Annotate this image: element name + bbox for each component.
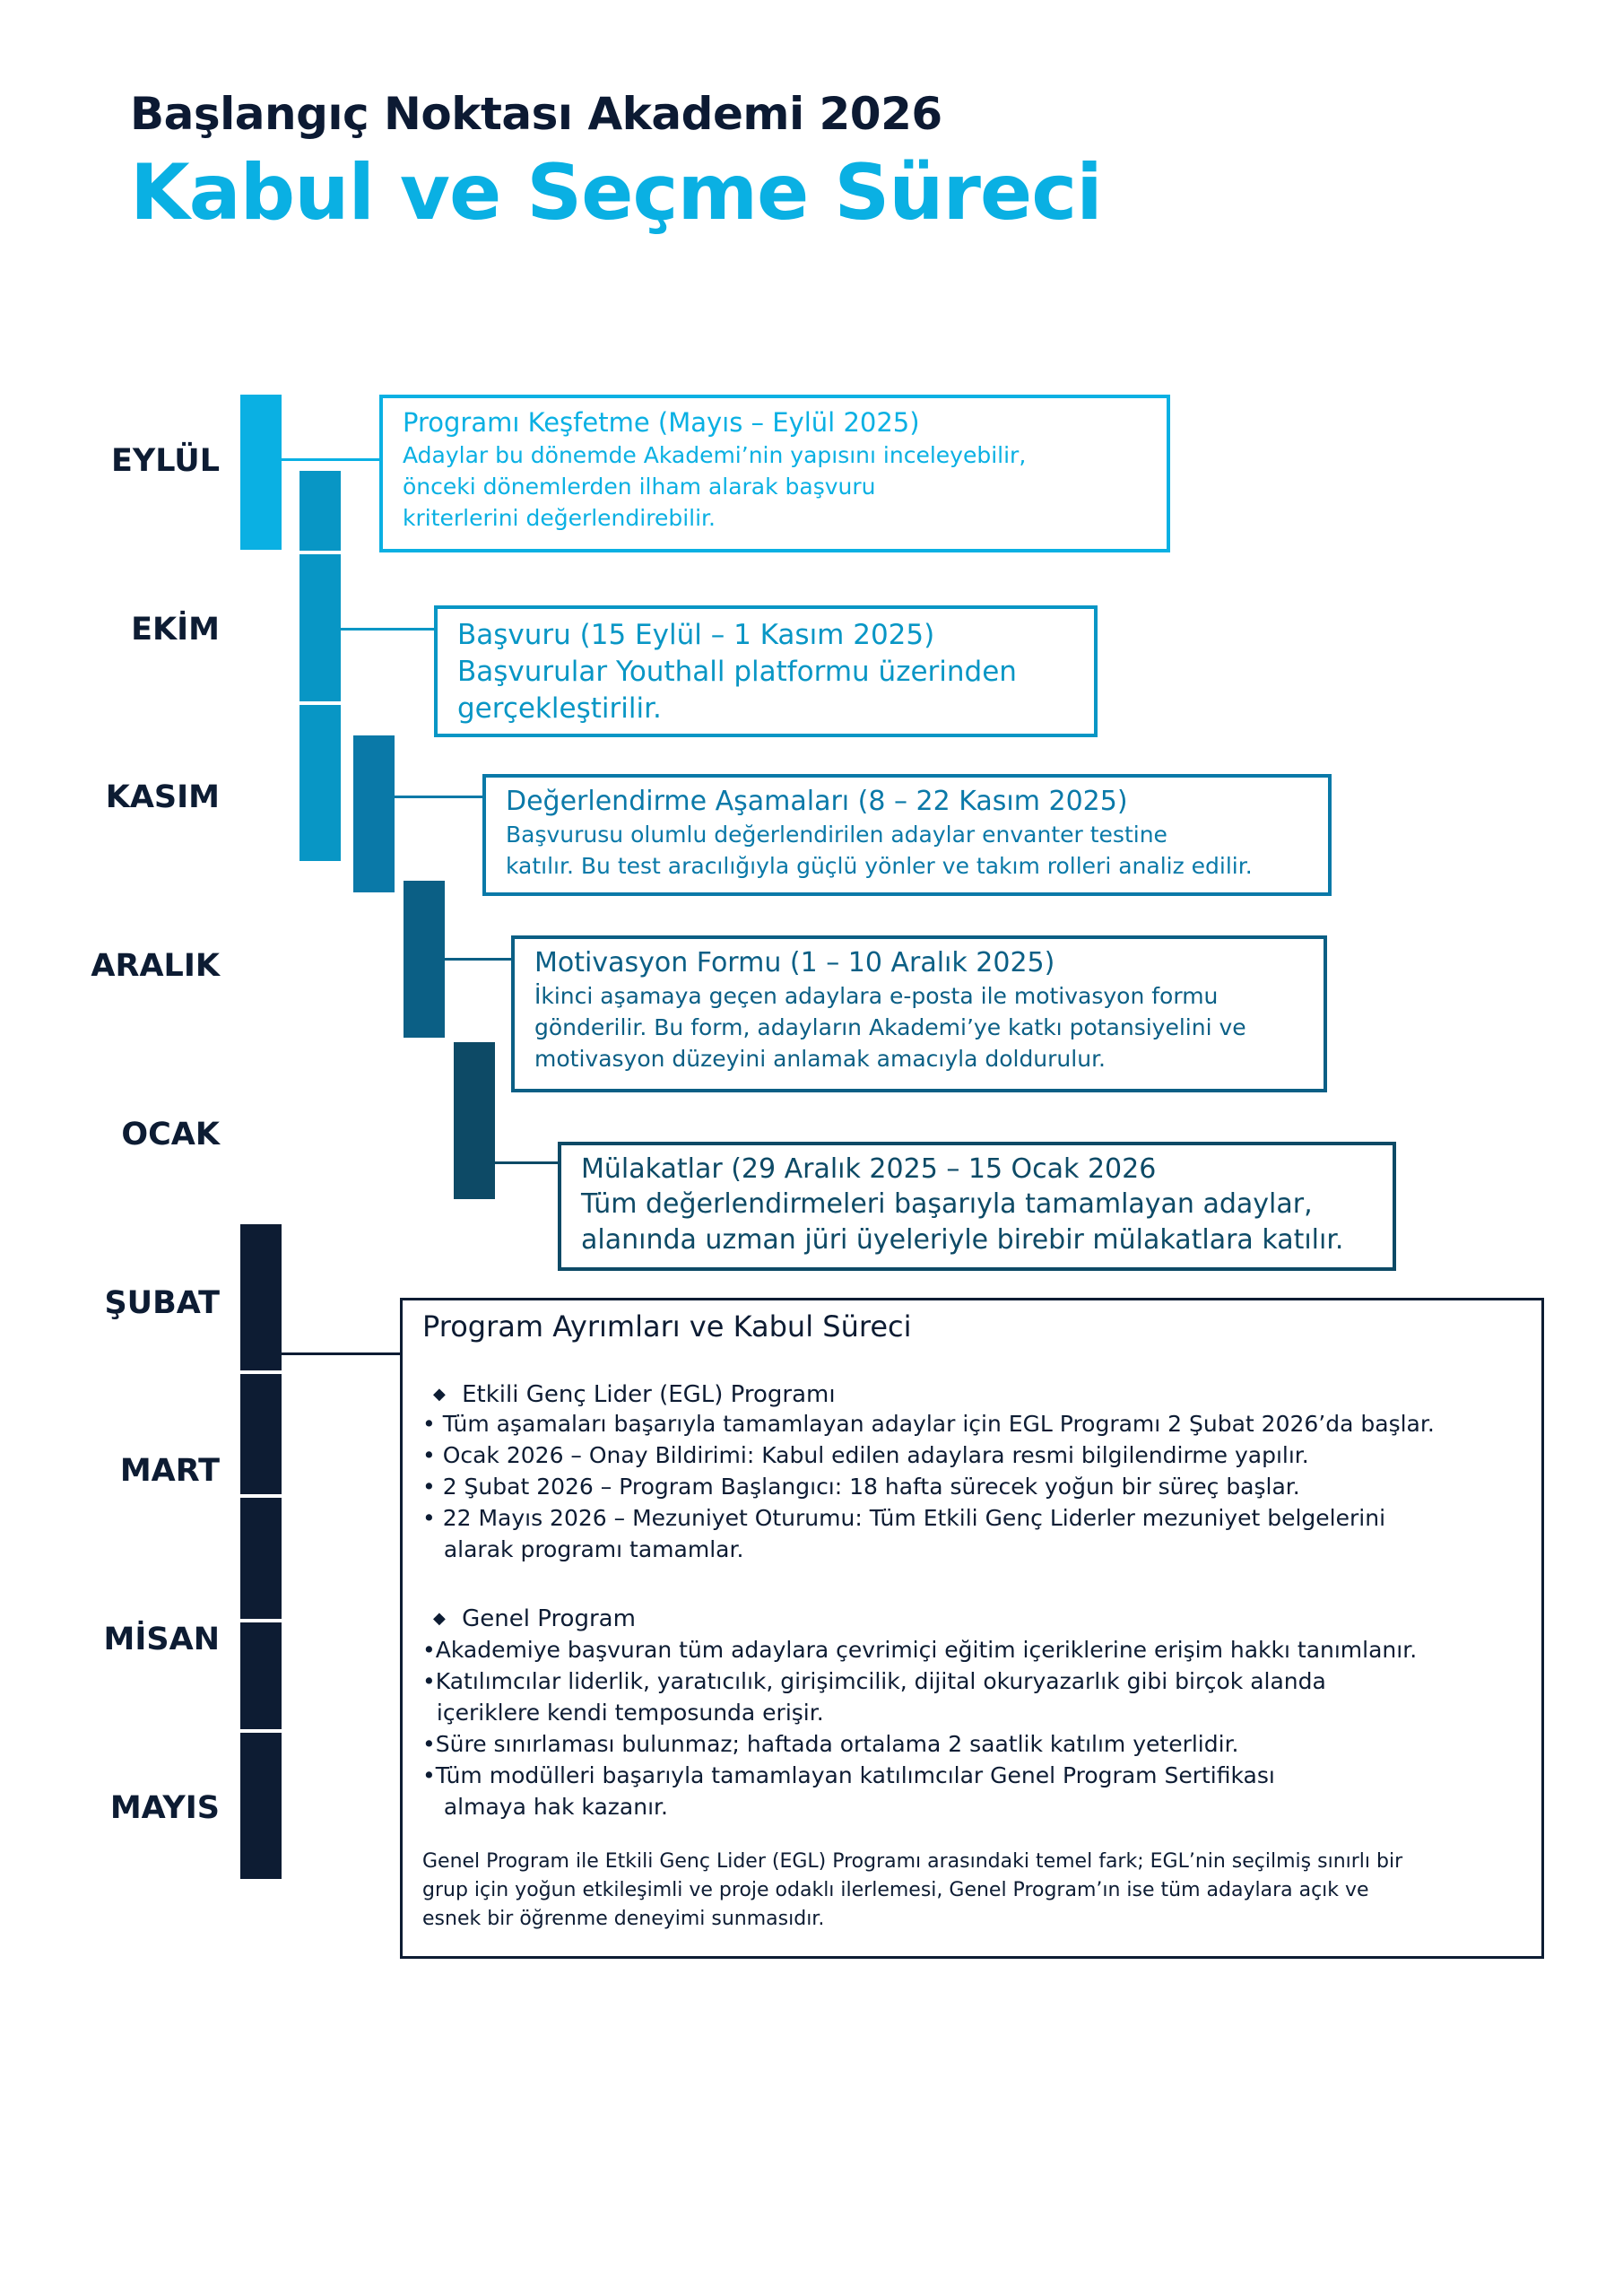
timeline-divider (240, 1370, 282, 1374)
month-label-mayis: MAYIS (109, 1790, 220, 1826)
stage-text: Başvurular Youthall platformu üzerinden (457, 656, 1017, 688)
timeline-bar-application (299, 471, 341, 861)
timeline-bar-evaluation (353, 735, 395, 892)
egl-heading: ◆ Etkili Genç Lider (EGL) Programı (433, 1381, 836, 1408)
general-item: •Akademiye başvuran tüm adaylara çevrimi… (422, 1637, 1418, 1663)
connector-line (395, 796, 482, 798)
timeline-bar-interviews (454, 1042, 495, 1199)
stage-box-interviews: Mülakatlar (29 Aralık 2025 – 15 Ocak 202… (558, 1142, 1396, 1271)
month-label-ekim: EKİM (131, 612, 220, 648)
stage-box-evaluation: Değerlendirme Aşamaları (8 – 22 Kasım 20… (482, 774, 1332, 896)
connector-line (341, 628, 434, 631)
timeline-divider (299, 701, 341, 705)
general-item: •Süre sınırlaması bulunmaz; haftada orta… (422, 1731, 1239, 1757)
timeline-divider (240, 1619, 282, 1622)
program-details-title: Program Ayrımları ve Kabul Süreci (422, 1309, 912, 1344)
stage-box-motivation: Motivasyon Formu (1 – 10 Aralık 2025) İk… (511, 935, 1327, 1092)
month-label-misan: MİSAN (103, 1622, 220, 1657)
stage-text: katılır. Bu test aracılığıyla güçlü yönl… (506, 853, 1253, 879)
diamond-bullet-icon: ◆ (433, 1609, 446, 1628)
timeline-bar-program (240, 1224, 282, 1879)
month-label-kasim: KASIM (105, 779, 220, 815)
stage-text: kriterlerini değerlendirebilir. (403, 505, 716, 531)
stage-text: gerçekleştirilir. (457, 692, 662, 725)
stage-text: önceki dönemlerden ilham alarak başvuru (403, 474, 876, 500)
stage-box-application: Başvuru (15 Eylül – 1 Kasım 2025) Başvur… (434, 605, 1098, 737)
connector-line (282, 458, 380, 461)
stage-box-explore: Programı Keşfetme (Mayıs – Eylül 2025) A… (379, 395, 1170, 552)
page-subtitle: Başlangıç Noktası Akademi 2026 (130, 88, 942, 140)
month-label-eylul: EYLÜL (110, 443, 220, 479)
general-item: •Tüm modülleri başarıyla tamamlayan katı… (422, 1762, 1275, 1788)
stage-title: Değerlendirme Aşamaları (8 – 22 Kasım 20… (506, 786, 1128, 817)
connector-line (282, 1352, 402, 1355)
diamond-bullet-icon: ◆ (433, 1385, 446, 1404)
page-title: Kabul ve Seçme Süreci (130, 148, 1103, 238)
month-label-aralik: ARALIK (91, 948, 220, 984)
stage-title: Başvuru (15 Eylül – 1 Kasım 2025) (457, 619, 935, 651)
stage-text: alanında uzman jüri üyeleriyle birebir m… (581, 1224, 1344, 1256)
stage-text: Başvurusu olumlu değerlendirilen adaylar… (506, 822, 1167, 848)
timeline-divider (299, 551, 341, 554)
month-label-ocak: OCAK (121, 1117, 220, 1152)
egl-item: • 22 Mayıs 2026 – Mezuniyet Oturumu: Tüm… (422, 1505, 1386, 1531)
program-details-box: Program Ayrımları ve Kabul Süreci ◆ Etki… (400, 1298, 1544, 1959)
stage-text: İkinci aşamaya geçen adaylara e-posta il… (534, 983, 1219, 1009)
general-item: almaya hak kazanır. (422, 1794, 668, 1820)
stage-title: Mülakatlar (29 Aralık 2025 – 15 Ocak 202… (581, 1153, 1157, 1185)
stage-text: Adaylar bu dönemde Akademi’nin yapısını … (403, 442, 1027, 468)
stage-text: motivasyon düzeyini anlamak amacıyla dol… (534, 1046, 1106, 1072)
stage-title: Motivasyon Formu (1 – 10 Aralık 2025) (534, 947, 1055, 978)
stage-text: gönderilir. Bu form, adayların Akademi’y… (534, 1014, 1246, 1040)
general-heading: ◆ Genel Program (433, 1605, 636, 1632)
egl-item: alarak programı tamamlar. (422, 1536, 744, 1562)
month-label-subat: ŞUBAT (104, 1285, 220, 1321)
connector-line (445, 958, 511, 961)
month-label-mart: MART (119, 1453, 220, 1489)
egl-item: • Tüm aşamaları başarıyla tamamlayan ada… (422, 1411, 1435, 1437)
timeline-bar-motivation (404, 881, 445, 1038)
egl-item: • 2 Şubat 2026 – Program Başlangıcı: 18 … (422, 1474, 1300, 1500)
program-comparison-note: Genel Program ile Etkili Genç Lider (EGL… (422, 1850, 1403, 1930)
general-item: •Katılımcılar liderlik, yaratıcılık, gir… (422, 1668, 1326, 1694)
timeline-divider (240, 1729, 282, 1733)
timeline-divider (240, 1494, 282, 1498)
general-item: içeriklere kendi temposunda erişir. (422, 1700, 824, 1726)
stage-text: Tüm değerlendirmeleri başarıyla tamamlay… (581, 1188, 1313, 1220)
stage-title: Programı Keşfetme (Mayıs – Eylül 2025) (403, 407, 920, 438)
egl-item: • Ocak 2026 – Onay Bildirimi: Kabul edil… (422, 1442, 1309, 1468)
timeline-bar-explore (240, 395, 282, 550)
connector-line (495, 1161, 560, 1164)
